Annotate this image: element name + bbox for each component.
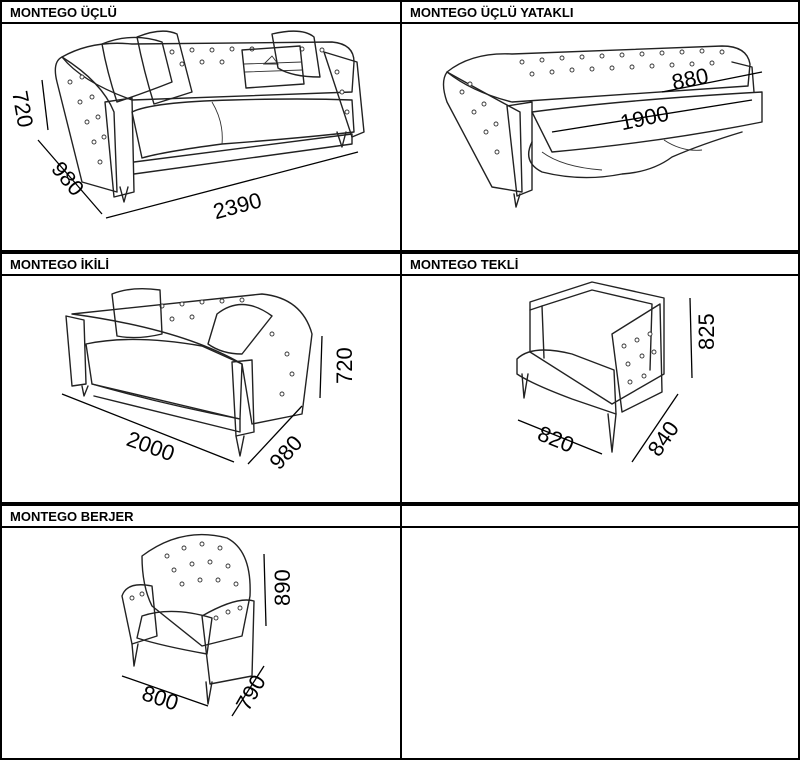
dim-width-ikili: 2000 <box>123 426 178 466</box>
dim-width-berjer: 800 <box>139 680 182 715</box>
dim-height-uclu: 720 <box>7 89 38 130</box>
panel-empty <box>400 526 800 760</box>
sofa-2-seater-drawing: 2000 980 720 <box>61 287 357 474</box>
dim-height-tekli: 825 <box>694 313 719 350</box>
dim-width-uclu: 2390 <box>210 187 264 224</box>
dim-depth-ikili: 980 <box>264 430 307 474</box>
dim-depth-tekli: 840 <box>642 417 684 461</box>
dim-height-berjer: 890 <box>270 569 295 606</box>
sofa-3-seater-drawing: 720 980 2390 <box>7 30 365 224</box>
panel-tekli: 820 840 825 <box>400 274 800 504</box>
panel-uclu: 720 980 2390 <box>0 22 402 252</box>
armchair-drawing: 820 840 825 <box>516 281 719 463</box>
panel-title-berjer: MONTEGO BERJER <box>0 504 402 528</box>
panel-berjer: 800 790 890 <box>0 526 402 760</box>
panel-uclu-yatakli: 1900 880 <box>400 22 800 252</box>
panel-title-ikili: MONTEGO İKİLİ <box>0 252 402 276</box>
sofa-bed-drawing: 1900 880 <box>442 45 763 208</box>
panel-title-tekli: MONTEGO TEKLİ <box>400 252 800 276</box>
panel-ikili: 2000 980 720 <box>0 274 402 504</box>
panel-title-empty <box>400 504 800 528</box>
dim-bed-length: 1900 <box>618 101 671 136</box>
dim-width-tekli: 820 <box>534 421 577 458</box>
berjer-chair-drawing: 800 790 890 <box>121 533 295 717</box>
panel-title-uclu-yatakli: MONTEGO ÜÇLÜ YATAKLI <box>400 0 800 24</box>
dim-height-ikili: 720 <box>332 347 357 384</box>
panel-title-uclu: MONTEGO ÜÇLÜ <box>0 0 402 24</box>
dim-depth-uclu: 980 <box>46 157 89 201</box>
dim-bed-width: 880 <box>670 63 711 95</box>
